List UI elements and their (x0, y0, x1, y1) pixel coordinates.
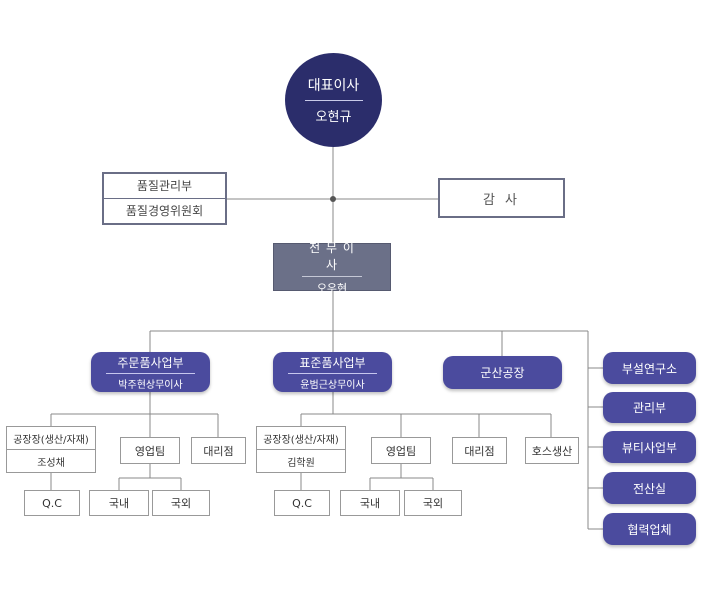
quality-committee: 품질경영위원회 (125, 204, 204, 218)
executive-node[interactable]: 전 무 이 사 오우현 (273, 241, 391, 295)
standard-qc[interactable]: Q.C (274, 490, 330, 516)
standard-hose-production[interactable]: 호스생산 (525, 437, 579, 464)
audit-node[interactable]: 감 사 (438, 178, 565, 218)
order-qc[interactable]: Q.C (24, 490, 80, 516)
side-unit-partners[interactable]: 협력업체 (603, 513, 696, 545)
standard-agency[interactable]: 대리점 (452, 437, 507, 464)
factory-title: 공장장(생산/자재) (263, 434, 339, 446)
standard-domestic[interactable]: 국내 (340, 490, 400, 516)
order-sales-team[interactable]: 영업팀 (120, 437, 180, 464)
factory-title: 공장장(생산/자재) (13, 434, 89, 446)
division-gunsan-factory[interactable]: 군산공장 (443, 356, 562, 389)
quality-node[interactable]: 품질관리부 품질경영위원회 (102, 172, 227, 225)
division-standard-products[interactable]: 표준품사업부 윤범근상무이사 (273, 352, 392, 392)
ceo-title: 대표이사 (304, 75, 363, 101)
junction-dot (330, 196, 336, 202)
division-order-products[interactable]: 주문품사업부 박주현상무이사 (91, 352, 210, 392)
executive-name: 오우현 (316, 281, 348, 295)
divider (257, 449, 345, 450)
standard-factory-manager[interactable]: 공장장(생산/자재) 김학원 (256, 426, 346, 473)
ceo-node[interactable]: 대표이사 오현규 (285, 53, 382, 147)
order-overseas[interactable]: 국외 (152, 490, 210, 516)
divider (104, 198, 225, 199)
factory-name: 김학원 (287, 457, 315, 469)
divider (7, 449, 95, 450)
quality-dept: 품질관리부 (136, 179, 193, 193)
division-name: 주문품사업부 (106, 354, 195, 374)
order-domestic[interactable]: 국내 (89, 490, 149, 516)
order-factory-manager[interactable]: 공장장(생산/자재) 조성채 (6, 426, 96, 473)
executive-title: 전 무 이 사 (302, 239, 362, 277)
side-unit-it-room[interactable]: 전산실 (603, 472, 696, 504)
side-unit-beauty[interactable]: 뷰티사업부 (603, 431, 696, 463)
factory-name: 조성채 (37, 457, 65, 469)
division-name: 표준품사업부 (288, 354, 377, 374)
side-unit-management[interactable]: 관리부 (603, 392, 696, 423)
ceo-name: 오현규 (315, 110, 352, 125)
division-head: 박주현상무이사 (118, 379, 183, 391)
side-unit-research-lab[interactable]: 부설연구소 (603, 352, 696, 384)
standard-overseas[interactable]: 국외 (404, 490, 462, 516)
division-head: 윤범근상무이사 (300, 379, 365, 391)
order-agency[interactable]: 대리점 (191, 437, 246, 464)
standard-sales-team[interactable]: 영업팀 (371, 437, 431, 464)
